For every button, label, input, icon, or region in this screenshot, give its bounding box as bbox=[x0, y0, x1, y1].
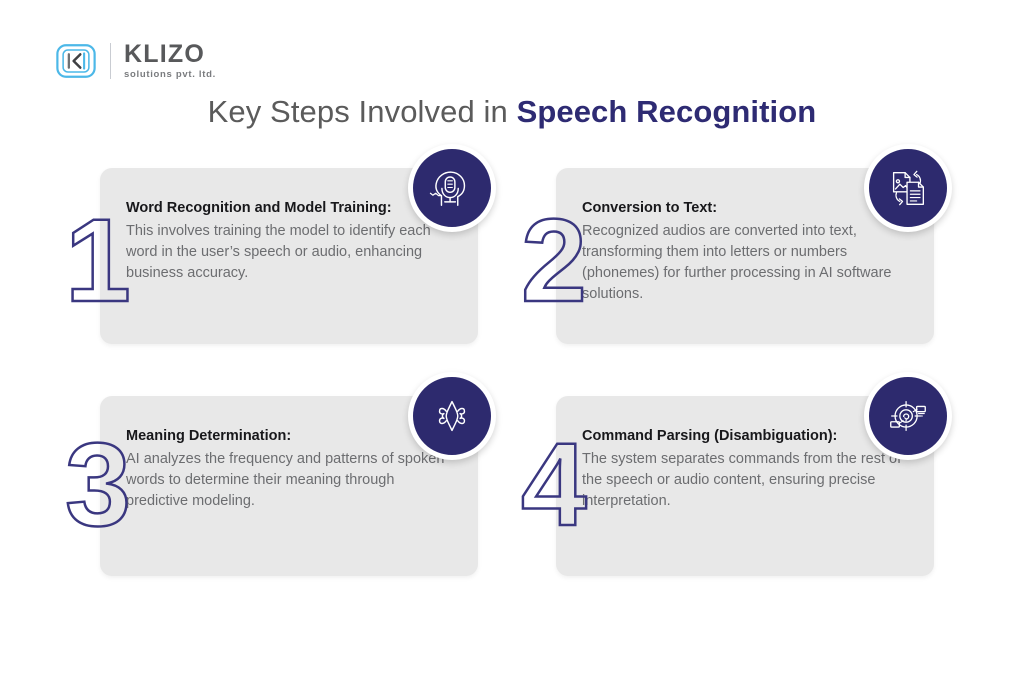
head-with-microphone-icon bbox=[408, 144, 496, 232]
klizo-bracket-k-icon bbox=[55, 40, 97, 82]
step-card-1: 1 Word Recognition and Model Training: T… bbox=[52, 144, 496, 358]
logo-name: KLIZO bbox=[124, 40, 205, 69]
step-body-3: AI analyzes the frequency and patterns o… bbox=[126, 450, 445, 509]
step-title-3: Meaning Determination: bbox=[126, 428, 292, 444]
step-content-2: Conversion to Text: Recognized audios ar… bbox=[556, 144, 952, 344]
step-body-1: This involves training the model to iden… bbox=[126, 222, 431, 281]
step-body-4: The system separates commands from the r… bbox=[582, 450, 902, 509]
steps-row: 1 Word Recognition and Model Training: T… bbox=[0, 144, 1024, 396]
steps-row: 3 Meaning Determination: AI analyzes the… bbox=[0, 372, 1024, 624]
target-network-nodes-icon bbox=[864, 372, 952, 460]
brand-logo: KLIZO solutions pvt. ltd. bbox=[55, 40, 216, 82]
step-title-1: Word Recognition and Model Training: bbox=[126, 200, 392, 216]
step-card-2: 2 Conversion to Text: Recognized audios … bbox=[508, 144, 952, 358]
step-card-3: 3 Meaning Determination: AI analyzes the… bbox=[52, 372, 496, 586]
page-title-accent: Speech Recognition bbox=[516, 94, 817, 129]
document-conversion-icon bbox=[864, 144, 952, 232]
symmetric-waveform-icon bbox=[408, 372, 496, 460]
logo-tagline: solutions pvt. ltd. bbox=[124, 68, 216, 80]
steps-grid: 1 Word Recognition and Model Training: T… bbox=[0, 144, 1024, 624]
page-title: Key Steps Involved in Speech Recognition bbox=[0, 94, 1024, 130]
step-body-2: Recognized audios are converted into tex… bbox=[582, 222, 892, 303]
step-card-4: 4 Command Parsing (Disambiguation): The … bbox=[508, 372, 952, 586]
step-content-3: Meaning Determination: AI analyzes the f… bbox=[100, 372, 496, 576]
step-title-2: Conversion to Text: bbox=[582, 200, 718, 216]
step-title-4: Command Parsing (Disambiguation): bbox=[582, 428, 838, 444]
logo-divider bbox=[110, 43, 111, 79]
step-content-4: Command Parsing (Disambiguation): The sy… bbox=[556, 372, 952, 576]
page-title-plain: Key Steps Involved in bbox=[207, 94, 517, 129]
step-content-1: Word Recognition and Model Training: Thi… bbox=[100, 144, 496, 344]
logo-wordmark: KLIZO solutions pvt. ltd. bbox=[124, 42, 216, 80]
